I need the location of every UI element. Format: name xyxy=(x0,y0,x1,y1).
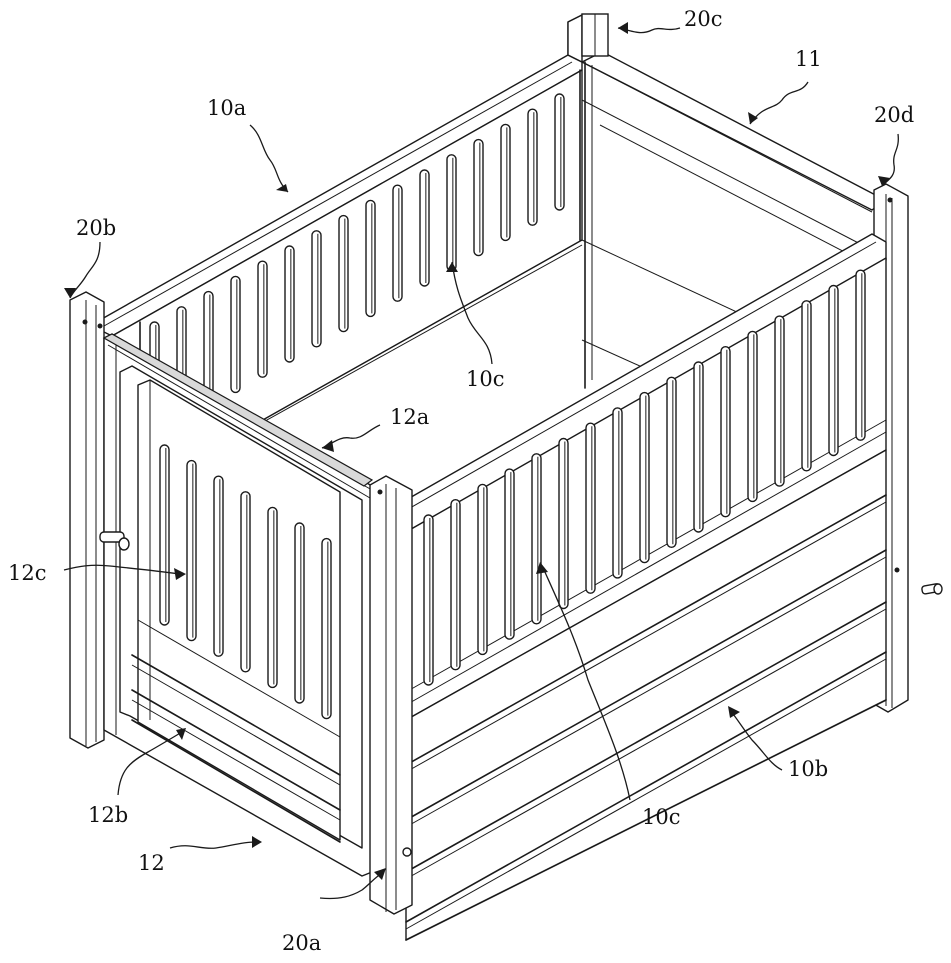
back-slat xyxy=(312,231,321,347)
corner-post-20c xyxy=(568,14,609,62)
label-20c: 20c xyxy=(684,7,722,31)
front-slat xyxy=(586,423,595,593)
label-20d: 20d xyxy=(874,103,914,127)
label-12c: 12c xyxy=(8,561,46,585)
front-slat xyxy=(829,286,838,456)
back-slat xyxy=(501,124,510,240)
front-panel-10b xyxy=(392,234,886,940)
back-slat xyxy=(420,170,429,286)
back-slat xyxy=(285,246,294,362)
front-slat xyxy=(802,301,811,471)
door-slat xyxy=(322,539,331,719)
door-slat xyxy=(295,523,304,703)
front-slat xyxy=(451,500,460,670)
label-12b: 12b xyxy=(88,803,128,827)
front-slat xyxy=(424,515,433,685)
label-10b: 10b xyxy=(788,757,828,781)
label-20b: 20b xyxy=(76,216,116,240)
back-slat xyxy=(555,94,564,210)
label-20a: 20a xyxy=(282,931,321,955)
front-slat xyxy=(775,316,784,486)
front-slat xyxy=(532,454,541,624)
front-slat xyxy=(721,347,730,517)
label-11: 11 xyxy=(795,47,822,71)
front-slat xyxy=(478,484,487,654)
front-slat xyxy=(613,408,622,578)
front-slat xyxy=(694,362,703,532)
door-slat xyxy=(268,507,277,687)
door-slat xyxy=(160,445,169,625)
front-slat xyxy=(505,469,514,639)
back-slat xyxy=(258,261,267,377)
front-slat xyxy=(640,393,649,563)
front-slat xyxy=(559,439,568,609)
back-slat xyxy=(366,200,375,316)
loose-bolt-right xyxy=(921,583,942,594)
label-10c-bottom: 10c xyxy=(642,805,680,829)
back-slat xyxy=(474,140,483,256)
label-10a: 10a xyxy=(207,96,246,120)
label-12: 12 xyxy=(138,851,165,875)
corner-post-20b xyxy=(70,292,104,748)
label-12a: 12a xyxy=(390,405,429,429)
door-slat xyxy=(214,476,223,656)
door-slat xyxy=(187,461,196,641)
corner-post-20a xyxy=(370,476,412,914)
front-slat xyxy=(856,270,865,440)
back-slat xyxy=(447,155,456,271)
back-slat xyxy=(393,185,402,301)
label-10c-top: 10c xyxy=(466,367,504,391)
front-slat xyxy=(748,331,757,501)
back-slat xyxy=(231,276,240,392)
front-slat xyxy=(667,377,676,547)
back-slat xyxy=(339,216,348,332)
back-slat xyxy=(528,109,537,225)
door-panel-12 xyxy=(100,334,372,876)
door-slat xyxy=(241,492,250,672)
